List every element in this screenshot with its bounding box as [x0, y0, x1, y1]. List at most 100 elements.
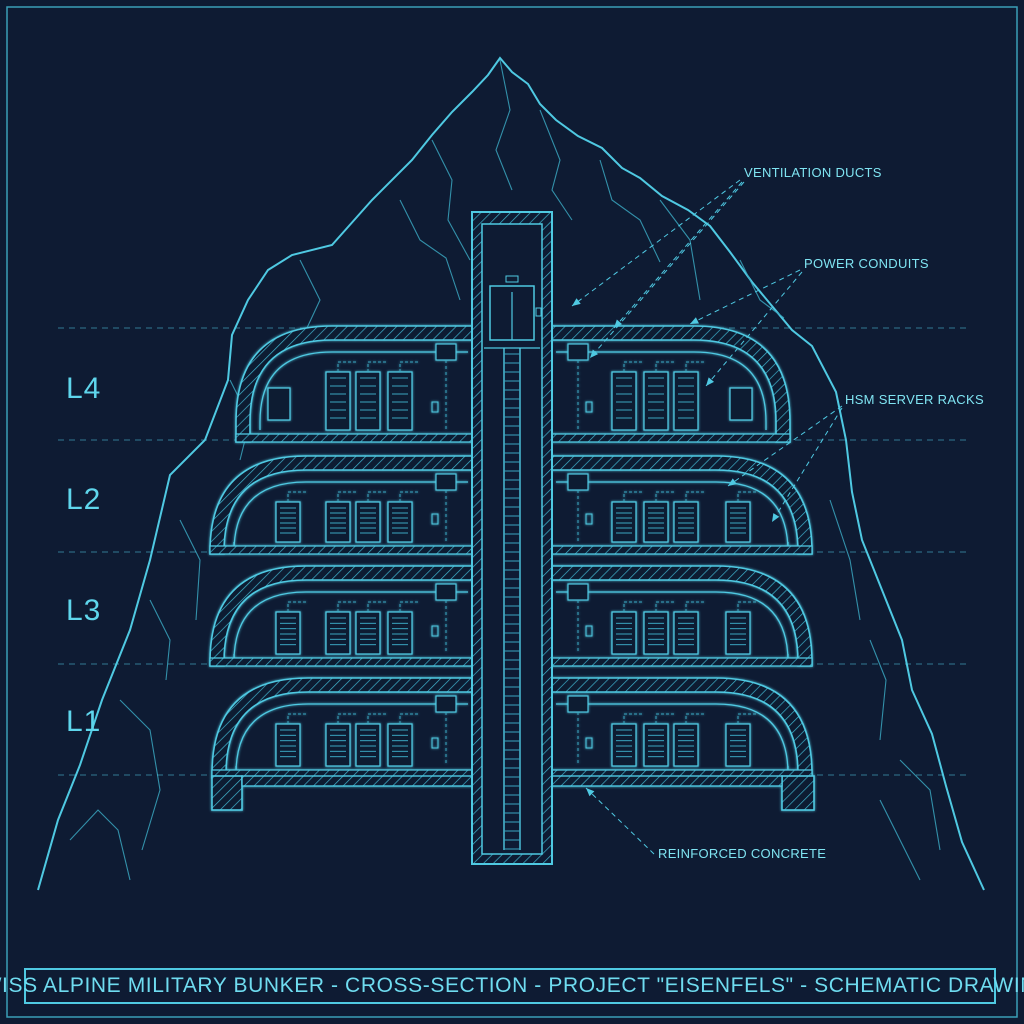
floor-1-left-inner: [233, 481, 468, 553]
leader-power-1: [689, 269, 801, 325]
floor-2-right-rack-2-cable: [685, 601, 704, 612]
bunker-structure: [209, 325, 815, 811]
floor-3-right-rack-3: [725, 723, 751, 767]
floor-1-left-rack-2-cable: [367, 491, 386, 502]
mountain-crack-0: [119, 699, 161, 851]
mountain-crack-10: [739, 259, 785, 319]
mountain-outline: [37, 56, 985, 891]
floor-0-left-cabinet: [267, 387, 291, 421]
leader-power-2-arrowhead: [706, 377, 715, 386]
floor-2-left-rack-0-cable: [287, 601, 306, 612]
floor-0-left-rack-2: [387, 371, 413, 431]
drawing-frame: [6, 6, 1018, 1018]
floor-1-duct-right: [567, 473, 589, 491]
level-label-l2: L2: [66, 483, 102, 516]
floor-1-left-rack-3-cable: [399, 491, 418, 502]
floor-2-right-rack-1-cable: [655, 601, 674, 612]
floor-0-duct-left: [435, 343, 457, 361]
floor-2-right-rack-0: [611, 611, 637, 655]
floor-1-door-left: [431, 513, 439, 525]
floor-3-left-rack-0-cable: [287, 713, 306, 724]
callout-power-conduits: POWER CONDUITS: [804, 256, 929, 271]
floor-0-duct-right: [567, 343, 589, 361]
base-slab-right: [551, 775, 783, 787]
floor-1-right-rack-1-cable: [655, 491, 674, 502]
floor-2-right-slab: [551, 657, 813, 667]
floor-2-left-slab: [209, 657, 473, 667]
mountain-crack-11: [829, 499, 861, 621]
mountain-crack-5: [431, 139, 471, 261]
leader-ventilation-1-arrowhead: [572, 298, 581, 306]
floor-2-left-rack-1-cable: [337, 601, 356, 612]
floor-2-left-rack-0: [275, 611, 301, 655]
floor-3-left-rack-3-cable: [399, 713, 418, 724]
floor-1-right-rack-0-cable: [623, 491, 642, 502]
drawing-title-bar: SWISS ALPINE MILITARY BUNKER - CROSS-SEC…: [0, 968, 1024, 1004]
leader-ventilation-2-arrowhead: [614, 319, 623, 328]
mountain-crack-13: [899, 759, 941, 851]
floor-0-left-inner: [259, 351, 468, 430]
mountain-crack-6: [495, 59, 513, 191]
callout-ventilation-ducts: VENTILATION DUCTS: [744, 165, 882, 180]
floor-3-right-rack-3-cable: [737, 713, 756, 724]
floor-0-right-slab: [551, 433, 791, 443]
floor-3-door-left: [431, 737, 439, 749]
leader-ventilation-3: [589, 181, 745, 359]
floor-2-right-inner: [556, 591, 789, 663]
callout-leader-lines: [571, 179, 843, 855]
floor-2-door-left: [431, 625, 439, 637]
floor-0-right-inner: [556, 351, 767, 430]
leader-power-2: [705, 271, 803, 387]
floor-3-duct-left: [435, 695, 457, 713]
floor-0-door-left: [431, 401, 439, 413]
level-label-l1: L1: [66, 705, 102, 738]
callout-hsm-server-racks: HSM SERVER RACKS: [845, 392, 984, 407]
floor-0-left-rack-0: [325, 371, 351, 431]
floor-2-left-rack-1: [325, 611, 351, 655]
floor-0-left-rack-1: [355, 371, 381, 431]
floor-3-left-rack-2-cable: [367, 713, 386, 724]
floor-3-duct-right: [567, 695, 589, 713]
mountain-crack-2: [179, 519, 201, 621]
floor-2-duct-left: [435, 583, 457, 601]
floor-3-left-rack-1: [325, 723, 351, 767]
mountain-crack-8: [599, 159, 661, 263]
mountain-crack-3: [299, 259, 321, 331]
leader-racks-2-arrowhead: [772, 513, 780, 522]
floor-1-right-rack-0: [611, 501, 637, 543]
floor-1-right-slab: [551, 545, 813, 555]
floor-0-right-rack-0: [611, 371, 637, 431]
floor-3-right-rack-1: [643, 723, 669, 767]
floor-0-right-rack-0-cable: [623, 361, 642, 372]
floor-2-left-inner: [233, 591, 468, 663]
floor-0-left-slab: [235, 433, 473, 443]
floor-3-right-rack-2: [673, 723, 699, 767]
floor-2-duct-right: [567, 583, 589, 601]
callout-reinforced-concrete: REINFORCED CONCRETE: [658, 846, 827, 861]
leader-concrete: [585, 787, 655, 855]
leader-ventilation-1: [571, 179, 741, 307]
leader-concrete-arrowhead: [586, 788, 595, 797]
floor-0-right-rack-1-cable: [655, 361, 674, 372]
floor-3-left-rack-2: [355, 723, 381, 767]
leader-ventilation-3-arrowhead: [590, 349, 599, 358]
leader-racks-1-arrowhead: [728, 478, 737, 486]
floor-3-right-rack-2-cable: [685, 713, 704, 724]
floor-0-door-right: [585, 401, 593, 413]
floor-0-right-rack-2-cable: [685, 361, 704, 372]
floor-3-right-inner: [556, 703, 789, 775]
level-label-l3: L3: [66, 594, 102, 627]
floor-1-left-rack-1-cable: [337, 491, 356, 502]
floor-3-door-right: [585, 737, 593, 749]
floor-0-right-rack-1: [643, 371, 669, 431]
floor-0-left-rack-1-cable: [367, 361, 386, 372]
mountain-crack-1: [69, 809, 131, 881]
leader-power-1-arrowhead: [690, 317, 699, 324]
floor-1-right-rack-2-cable: [685, 491, 704, 502]
floor-3-left-rack-1-cable: [337, 713, 356, 724]
mountain-silhouette: [37, 56, 985, 891]
floor-1-right-rack-3: [725, 501, 751, 543]
leader-racks-2: [771, 407, 843, 523]
